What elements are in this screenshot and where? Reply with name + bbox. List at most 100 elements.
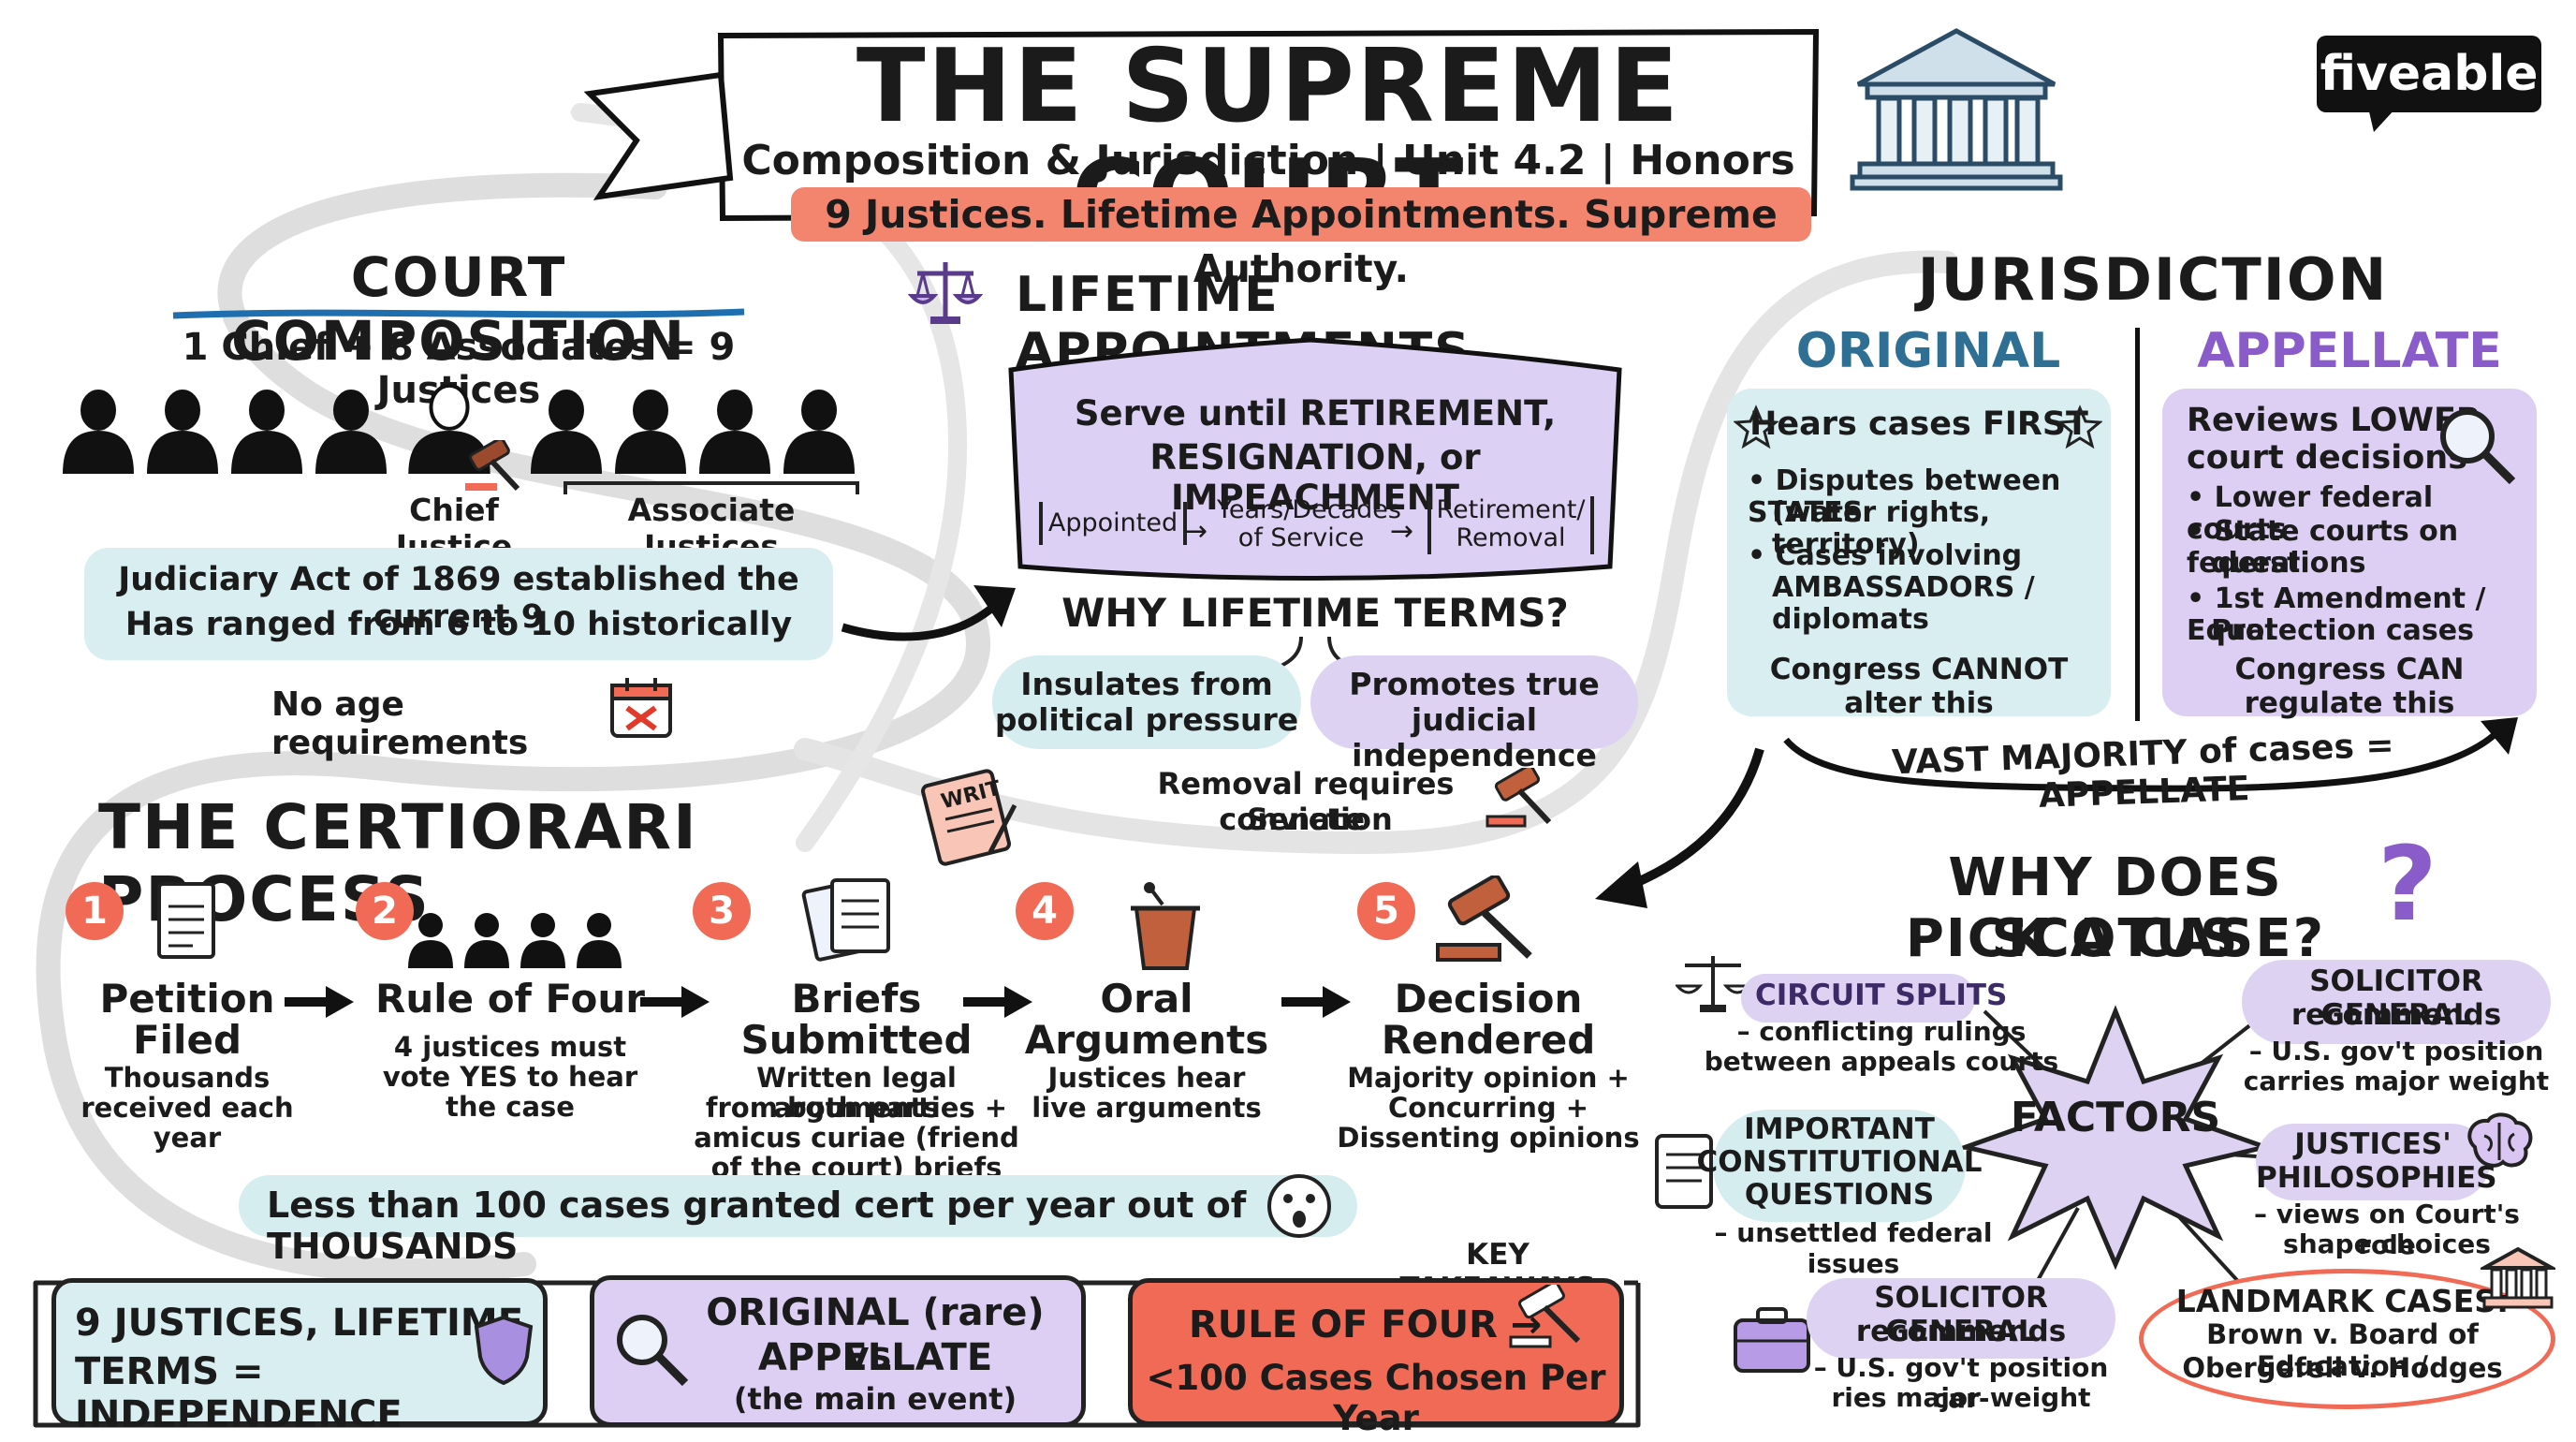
original-item1-1: • Disputes between STATES: [1748, 464, 2061, 529]
shield-icon: [474, 1315, 534, 1385]
serve-until-line2: RESIGNATION, or IMPEACHMENT: [1149, 437, 1481, 518]
appellate-item3-2: Protection cases: [2211, 614, 2474, 647]
judiciary-act-box: Judiciary Act of 1869 established the cu…: [84, 548, 833, 660]
appellate-note: Congress CAN regulate this: [2234, 653, 2465, 720]
composition-heading: COURT COMPOSITION: [231, 245, 686, 373]
takeaway-1: 9 JUSTICES, LIFETIME TERMS = INDEPENDENC…: [51, 1278, 548, 1436]
chief-justice-label: Chief Justice: [395, 492, 513, 565]
step-desc-3: Dissenting opinions: [1337, 1122, 1640, 1154]
step-desc-2: Concurring +: [1387, 1092, 1589, 1124]
important-pill: [1713, 1110, 1966, 1222]
magnifier-icon: [2440, 409, 2516, 485]
step-title-1: Rule of Four: [375, 976, 645, 1022]
why-lifetime-heading: WHY LIFETIME TERMS?: [1061, 590, 1569, 636]
jurisdiction-heading: JURISDICTION: [1917, 245, 2389, 314]
takeaway-2: ORIGINAL (rare) vs. APPELLATE (the main …: [590, 1275, 1086, 1427]
justice-figure: [231, 390, 302, 474]
step-arrow-2: [637, 978, 711, 1025]
question-mark-icon: ?: [2378, 824, 2437, 944]
step-desc-1: 4 justices must: [393, 1031, 627, 1063]
justices-phil-1: JUSTICES': [2294, 1127, 2452, 1161]
step-title-1: Decision: [1394, 976, 1583, 1022]
step-title-1: Oral: [1100, 976, 1193, 1022]
justices-phil-pill: [2256, 1124, 2490, 1200]
appellate-label: APPELLATE: [2197, 323, 2502, 379]
age-requirement-note: No age requirements: [271, 685, 529, 762]
banner-ribbon-tail: [583, 71, 734, 200]
step-desc-2: received each: [80, 1092, 294, 1124]
calendar-x-icon: [610, 678, 672, 738]
justices-phil-2: PHILOSOPHIES: [2256, 1161, 2497, 1195]
step-title-2: Arguments: [1024, 1017, 1269, 1063]
flow-retirement: Retirement/ Removal: [1427, 496, 1594, 554]
step-title-2: Filed: [132, 1017, 242, 1063]
important-1: IMPORTANT: [1744, 1112, 1935, 1146]
courthouse-icon: [1850, 28, 2063, 191]
cert-footnote: Less than 100 cases granted cert per yea…: [267, 1184, 1247, 1267]
surprised-face-icon: [1267, 1174, 1331, 1238]
step-arrow-4: [1278, 978, 1353, 1025]
flow-years-1: Years/Decades: [1217, 495, 1401, 524]
circuit-desc-1: – conflicting rulings: [1736, 1016, 2027, 1047]
step-desc-1: Majority opinion +: [1347, 1062, 1630, 1094]
step-desc-3: amicus curiae (friend: [694, 1122, 1019, 1154]
justice-figure: [63, 390, 134, 474]
landmark-case-2: Obergefell v. Hodges: [2182, 1352, 2503, 1384]
sg-top-desc-2: carries major weight: [2243, 1066, 2550, 1096]
takeaway-3-line2: <100 Cases Chosen Per Year: [1146, 1358, 1606, 1438]
original-box: Hears cases FIRST • Disputes between STA…: [1727, 389, 2111, 720]
factors-heading-2: PICK A CASE?: [1905, 908, 2326, 969]
step-desc-1: Thousands: [104, 1062, 271, 1094]
star-icon-right: [2057, 405, 2102, 449]
step-number: 2: [356, 882, 414, 940]
certiorari-heading: THE CERTIORARI PROCESS: [98, 791, 698, 935]
justices-phil-desc-1: – views on Court's role: [2254, 1199, 2520, 1260]
petition-document-icon: [150, 878, 225, 963]
brand-logo: fiveable: [2317, 36, 2541, 112]
scales-icon: [908, 262, 983, 324]
factors-center: FACTORS: [2010, 1094, 2221, 1141]
factors-burst: [1909, 1005, 2322, 1313]
sg-bottom-desc-1: – U.S. gov't position car-: [1813, 1352, 2109, 1414]
step-title-2: Submitted: [740, 1017, 973, 1063]
step-number: 3: [693, 882, 751, 940]
judiciary-act-line2: Has ranged from 6 to 10 historically: [124, 606, 793, 643]
composition-underline: [172, 308, 745, 319]
important-2: CONSTITUTIONAL: [1696, 1145, 1983, 1179]
serve-until-line1: Serve until RETIREMENT,: [1074, 393, 1557, 434]
step-number: 5: [1357, 882, 1415, 940]
appellate-item2-2: questions: [2211, 547, 2366, 580]
rule-of-four-justices-icon: [402, 908, 627, 974]
circuit-title: CIRCUIT SPLITS: [1755, 978, 2008, 1012]
original-label: ORIGINAL: [1795, 323, 2061, 379]
brain-icon: [2467, 1112, 2533, 1168]
briefs-papers-icon: [800, 871, 903, 964]
step-desc-2: from both parties +: [705, 1092, 1008, 1124]
justices-row: [56, 384, 880, 478]
sg-top-desc-1: – U.S. gov't position: [2248, 1036, 2544, 1067]
step-arrow-3: [959, 978, 1034, 1025]
tagline: 9 Justices. Lifetime Appointments. Supre…: [791, 187, 1811, 291]
step-desc-1: Justices hear: [1047, 1062, 1246, 1094]
flow-arrow-1: →: [1184, 515, 1208, 548]
reason-insulates-1: Insulates from: [1020, 666, 1273, 702]
takeaway-1-line2: TERMS = INDEPENDENCE: [75, 1350, 402, 1436]
sg-bottom-title-1: SOLICITOR GENERAL: [1874, 1281, 2048, 1348]
step-desc-2: vote YES to hear: [382, 1061, 638, 1093]
lifetime-shield-box: [1008, 337, 1622, 581]
justice-figure: [315, 390, 387, 474]
original-item1-2: (water rights, territory): [1772, 496, 1991, 561]
composition-count: 1 Chief + 8 Associates = 9 Justices: [182, 326, 736, 412]
decision-gavel-icon: [1432, 876, 1544, 969]
step-number: 4: [1016, 882, 1074, 940]
sg-bottom-desc-2: ries major weight: [1831, 1382, 2091, 1413]
justice-figure: [147, 390, 218, 474]
landmark-title: LANDMARK CASES:: [2175, 1283, 2510, 1319]
appellate-item2-1: • State courts on federal: [2187, 515, 2459, 580]
important-desc: – unsettled federal issues: [1714, 1217, 1993, 1279]
